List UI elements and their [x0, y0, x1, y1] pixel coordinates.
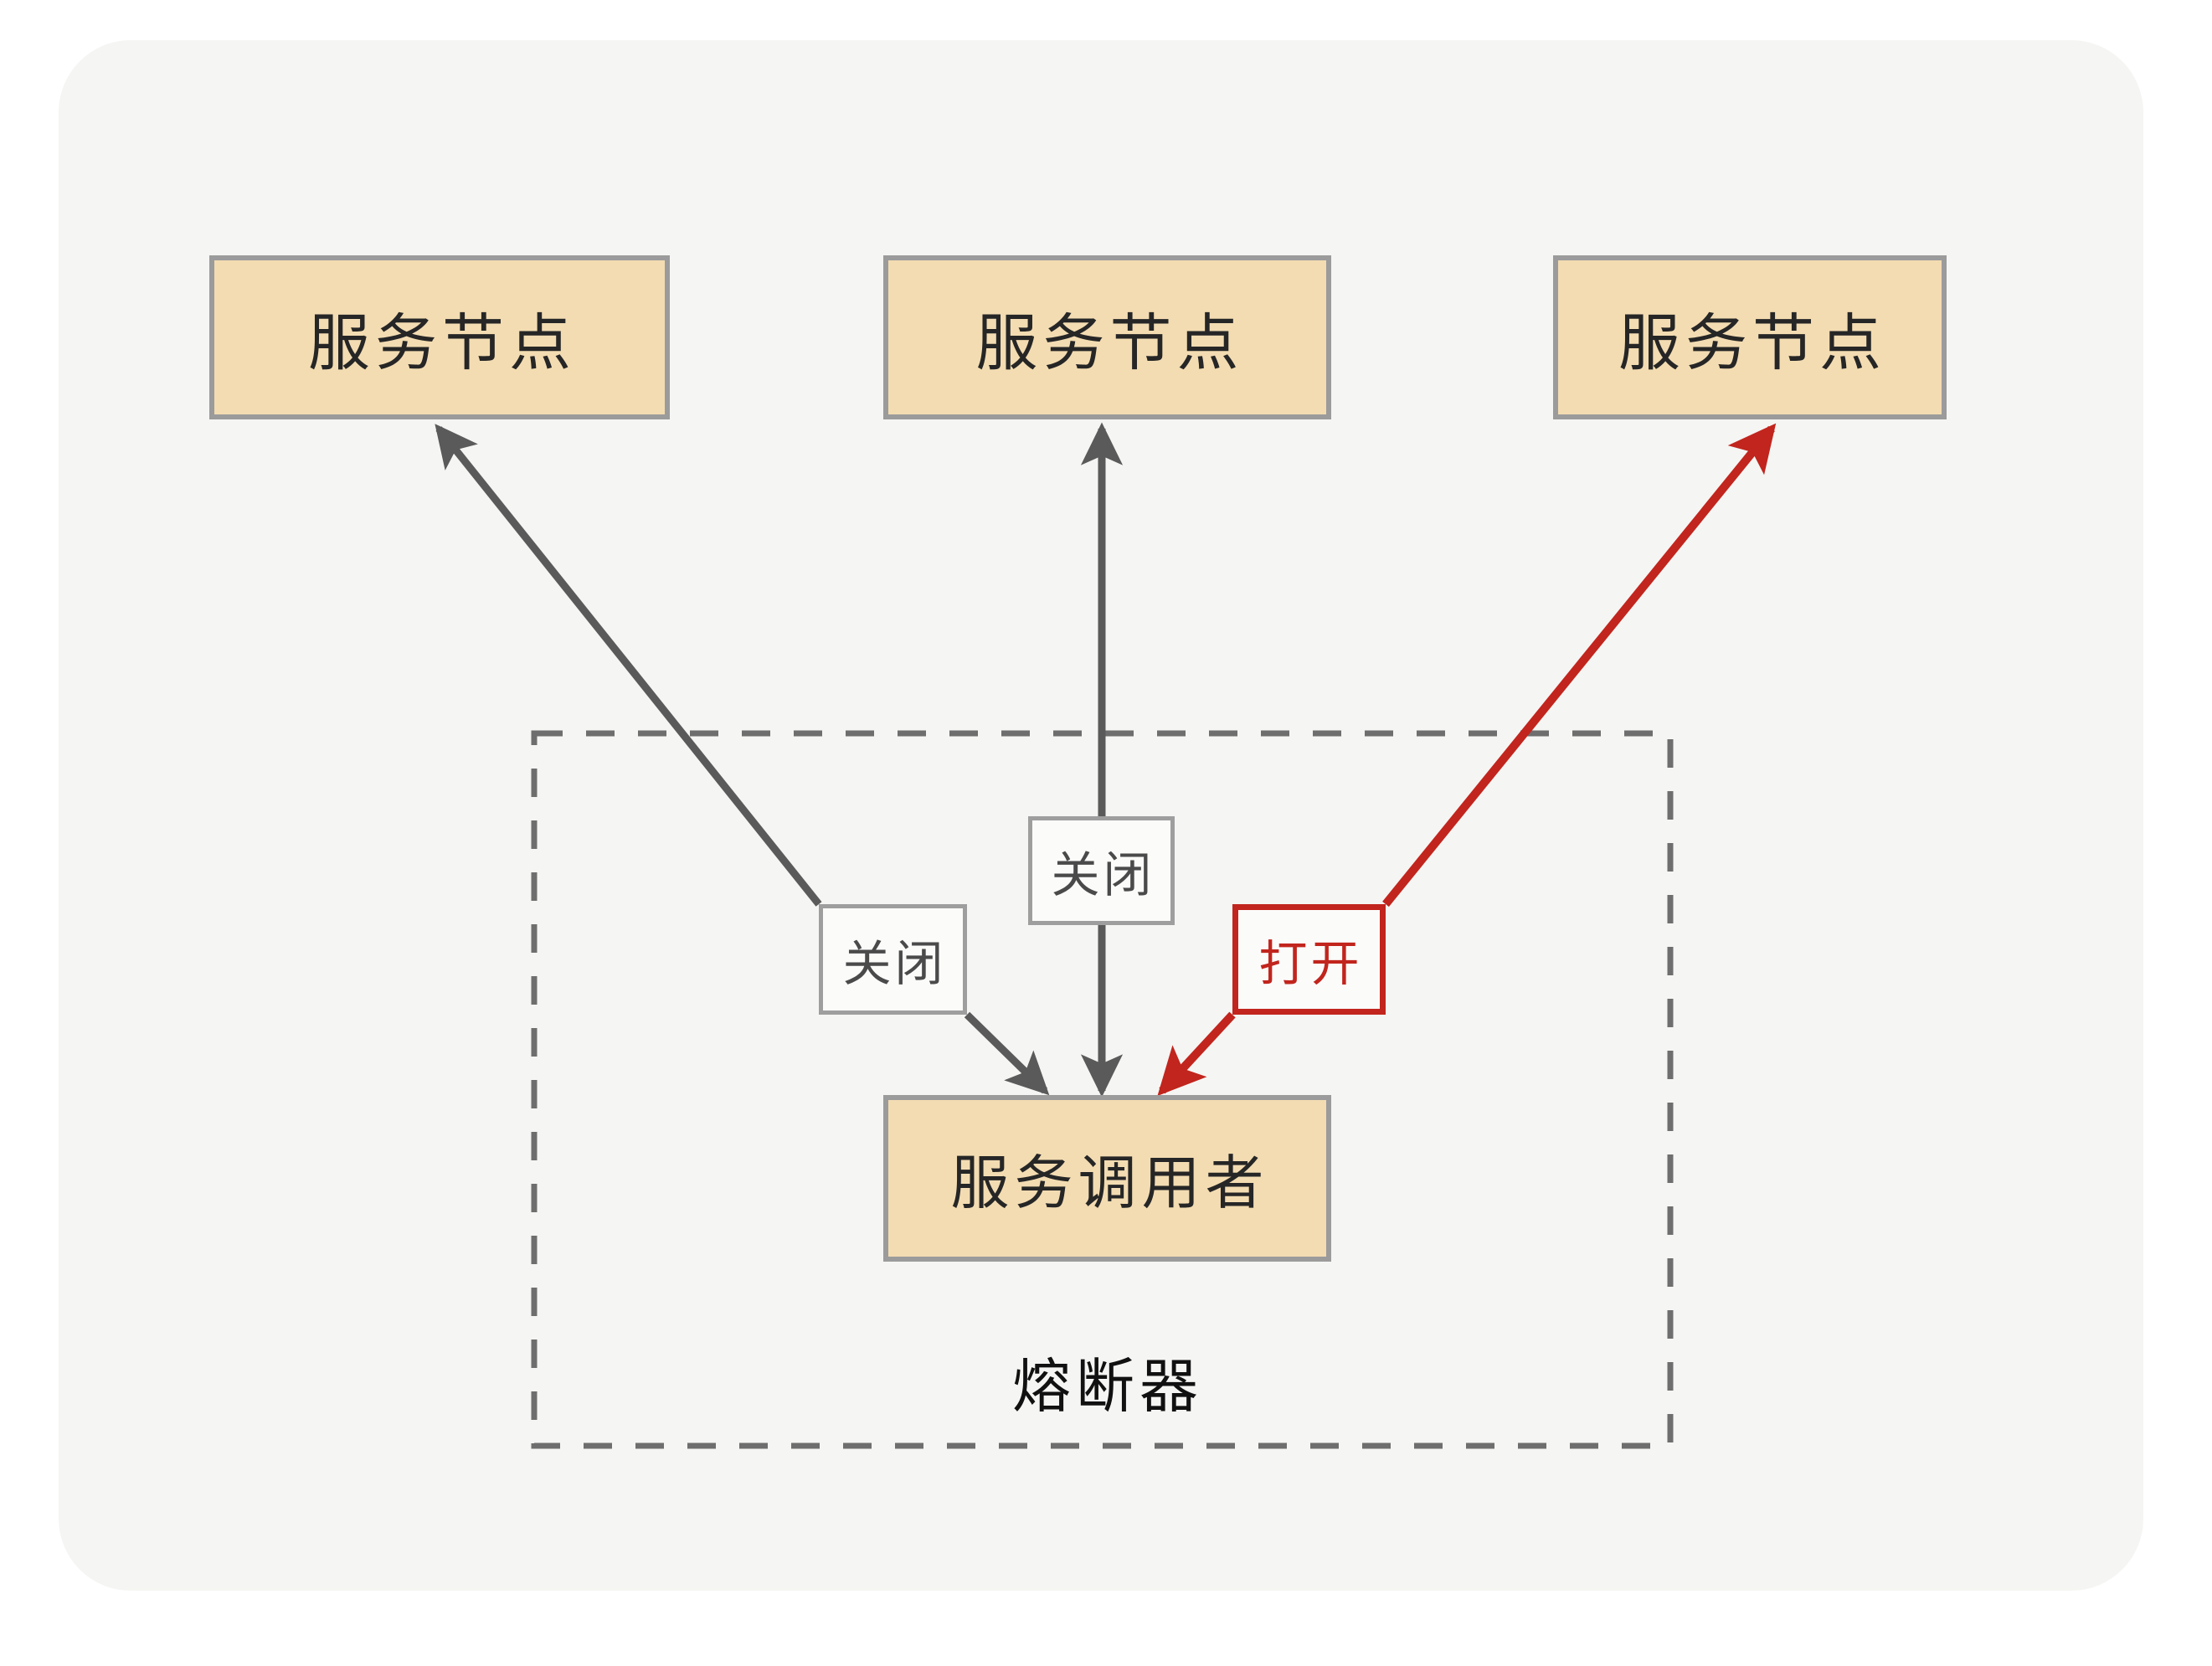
circuit-breaker-caption: 熔断器	[1012, 1352, 1203, 1421]
state-label-closed-left[interactable]: 关闭	[819, 904, 967, 1015]
service-node-1[interactable]: 服务节点	[209, 255, 670, 419]
service-node-2[interactable]: 服务节点	[883, 255, 1331, 419]
state-label-open-right[interactable]: 打开	[1232, 904, 1386, 1015]
service-node-3[interactable]: 服务节点	[1553, 255, 1947, 419]
service-caller-node[interactable]: 服务调用者	[883, 1095, 1331, 1262]
state-label-closed-center[interactable]: 关闭	[1028, 816, 1175, 925]
